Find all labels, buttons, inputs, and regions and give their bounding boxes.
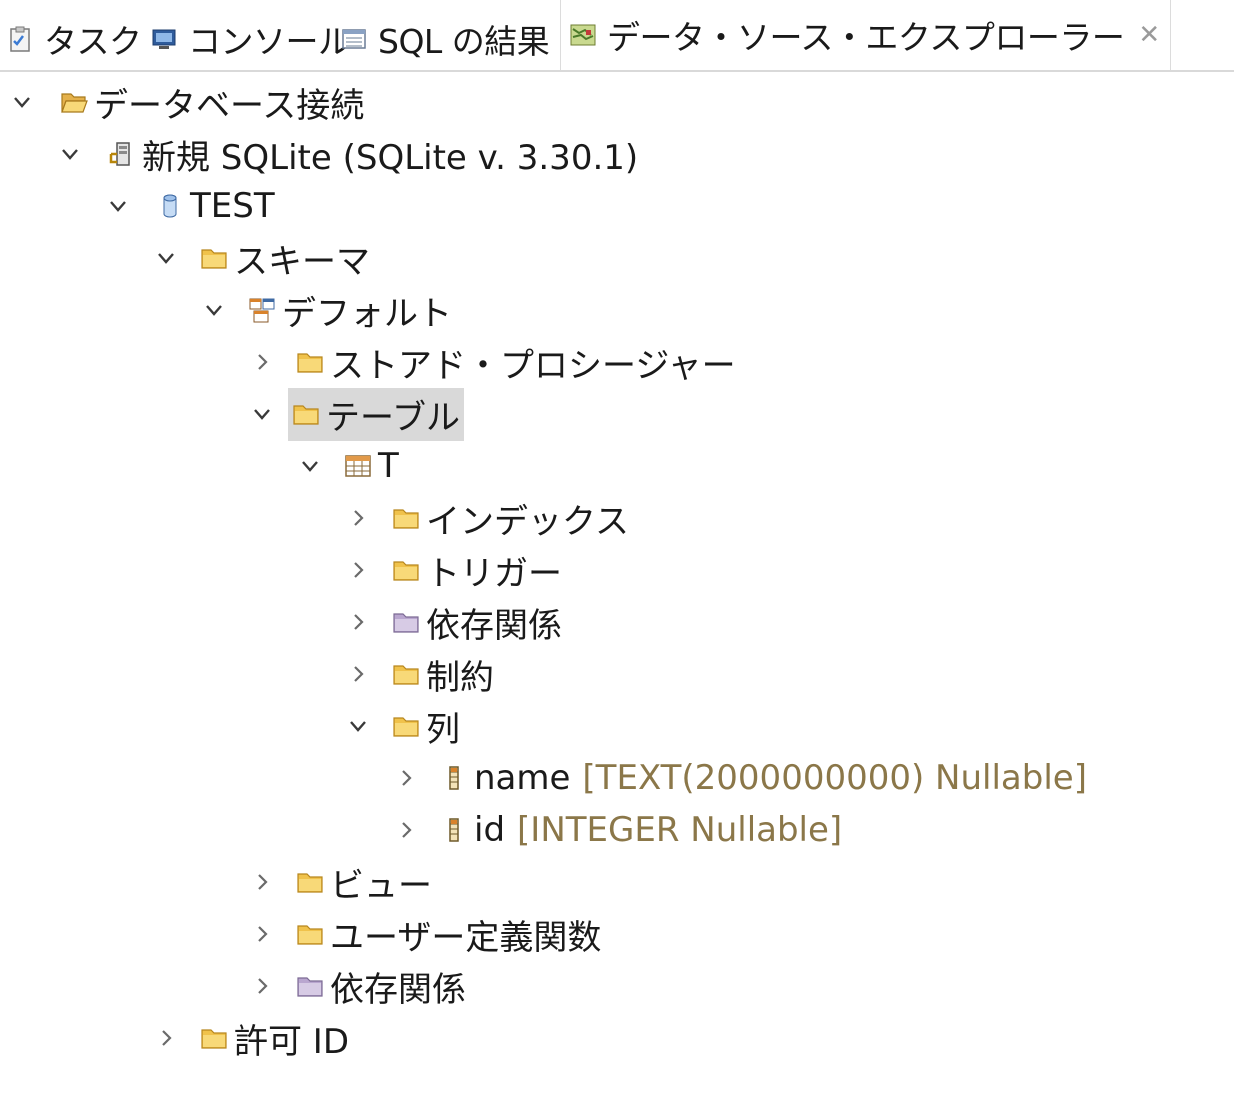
chevron-right-icon[interactable] <box>348 508 368 528</box>
tree-node-tables[interactable]: テーブル <box>252 387 464 441</box>
tree-node-views[interactable]: ビュー <box>252 859 432 906</box>
tree-node-db-connections[interactable]: データベース接続 <box>12 79 365 126</box>
tree-node-database-test[interactable]: TEST <box>108 183 275 229</box>
folder-icon <box>200 1024 228 1052</box>
chevron-right-icon[interactable] <box>396 820 416 840</box>
tree-node-label: 依存関係 <box>330 969 466 1010</box>
chevron-right-icon[interactable] <box>156 1028 176 1048</box>
tree-node-dependencies-schema[interactable]: 依存関係 <box>252 963 466 1010</box>
close-icon[interactable]: ✕ <box>1138 20 1160 50</box>
chevron-right-icon[interactable] <box>396 768 416 788</box>
folder-icon <box>296 348 324 376</box>
tree-node-label: ビュー <box>330 865 432 906</box>
folder-open-icon <box>60 88 88 116</box>
tree-node-label: 許可 ID <box>234 1021 350 1062</box>
folder-icon <box>292 400 320 428</box>
tree-node-label: デフォルト <box>282 293 452 334</box>
tree-node-columns[interactable]: 列 <box>348 703 460 750</box>
tab-label: SQL の結果 <box>378 22 550 61</box>
tree-node-table-t[interactable]: T <box>300 443 399 489</box>
tree-node-label: テーブル <box>326 397 460 438</box>
tree-node-label: 新規 SQLite (SQLite v. 3.30.1) <box>142 137 639 178</box>
column-type-label: [INTEGER Nullable] <box>517 810 843 850</box>
tab-data-source-explorer[interactable]: データ・ソース・エクスプローラー ✕ <box>560 0 1171 70</box>
chevron-right-icon[interactable] <box>252 976 272 996</box>
tree-node-default-schema[interactable]: デフォルト <box>204 287 452 334</box>
tree-node-label: 依存関係 <box>426 605 562 646</box>
tab-label: データ・ソース・エクスプローラー <box>607 18 1125 57</box>
tree-node-label: ユーザー定義関数 <box>330 917 602 958</box>
tab-tasks[interactable]: タスク <box>6 8 142 70</box>
tree-node-label: 列 <box>426 709 460 750</box>
schema-icon <box>249 298 275 323</box>
tree-node-label: ストアド・プロシージャー <box>330 345 736 386</box>
chevron-down-icon[interactable] <box>252 404 272 424</box>
tree-node-selected[interactable]: テーブル <box>288 387 464 441</box>
tree-node-authorization-ids[interactable]: 許可 ID <box>156 1015 350 1062</box>
task-icon <box>10 26 30 52</box>
column-icon <box>440 816 468 844</box>
tree-node-label: スキーマ <box>234 241 370 282</box>
tree-node-label: 制約 <box>426 657 494 698</box>
chevron-right-icon[interactable] <box>348 560 368 580</box>
sql-results-icon <box>342 29 366 49</box>
tree-node-label: T <box>378 446 399 486</box>
tab-sql-results[interactable]: SQL の結果 <box>340 8 550 70</box>
chevron-right-icon[interactable] <box>252 872 272 892</box>
tree-node-label: インデックス <box>426 501 629 542</box>
column-icon <box>440 764 468 792</box>
chevron-right-icon[interactable] <box>252 352 272 372</box>
tree-node-label: トリガー <box>426 553 562 594</box>
tree-node-schemas[interactable]: スキーマ <box>156 235 370 282</box>
folder-icon <box>296 868 324 896</box>
chevron-down-icon[interactable] <box>60 144 80 164</box>
folder-icon <box>392 660 420 688</box>
tree-node-indexes[interactable]: インデックス <box>348 495 629 542</box>
tree-node-user-defined-functions[interactable]: ユーザー定義関数 <box>252 911 602 958</box>
tree-node-label: データベース接続 <box>94 85 365 126</box>
chevron-right-icon[interactable] <box>348 612 368 632</box>
folder-icon <box>392 556 420 584</box>
tree-node-connection[interactable]: 新規 SQLite (SQLite v. 3.30.1) <box>60 131 639 178</box>
table-icon <box>345 455 371 477</box>
console-icon <box>152 29 176 49</box>
folder-purple-icon <box>296 972 324 1000</box>
chevron-down-icon[interactable] <box>12 92 32 112</box>
tree-node-label: name <box>474 758 571 798</box>
chevron-down-icon[interactable] <box>300 456 320 476</box>
tree-node-stored-procedures[interactable]: ストアド・プロシージャー <box>252 339 736 386</box>
tree-node-column-name[interactable]: name [TEXT(2000000000) Nullable] <box>396 755 1087 801</box>
database-icon <box>163 194 177 218</box>
folder-icon <box>392 712 420 740</box>
column-type-label: [TEXT(2000000000) Nullable] <box>582 758 1087 798</box>
folder-purple-icon <box>392 608 420 636</box>
tree-node-label: id <box>474 810 506 850</box>
chevron-right-icon[interactable] <box>348 664 368 684</box>
folder-icon <box>200 244 228 272</box>
chevron-down-icon[interactable] <box>348 716 368 736</box>
chevron-right-icon[interactable] <box>252 924 272 944</box>
tab-label: コンソール <box>188 22 351 61</box>
chevron-down-icon[interactable] <box>156 248 176 268</box>
folder-icon <box>392 504 420 532</box>
tab-label: タスク <box>44 22 142 61</box>
tree-node-constraints[interactable]: 制約 <box>348 651 494 698</box>
tree-node-triggers[interactable]: トリガー <box>348 547 562 594</box>
database-connection-icon <box>109 142 130 166</box>
chevron-down-icon[interactable] <box>108 196 128 216</box>
chevron-down-icon[interactable] <box>204 300 224 320</box>
tab-console[interactable]: コンソール <box>150 8 351 70</box>
tree-node-label: TEST <box>190 186 275 226</box>
view-tab-bar: タスク コンソール SQL の結果 データ・ソース・エクスプローラー ✕ <box>0 0 1234 72</box>
folder-icon <box>296 920 324 948</box>
tree-node-dependencies[interactable]: 依存関係 <box>348 599 562 646</box>
tree-node-column-id[interactable]: id [INTEGER Nullable] <box>396 807 842 853</box>
data-source-explorer-icon <box>570 24 596 46</box>
